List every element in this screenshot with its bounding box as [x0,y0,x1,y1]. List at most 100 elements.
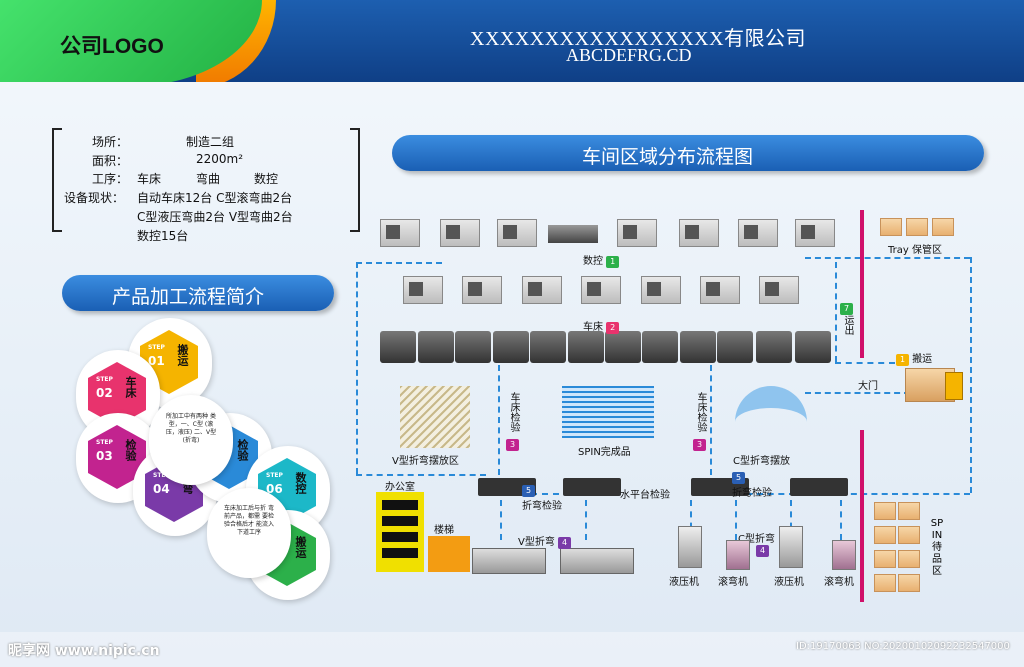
step-number: 03 [96,449,113,463]
flow-line [790,500,792,540]
move-number-badge: 1 [896,354,909,366]
process-lathe: 车床 [137,172,162,186]
workshop-flow-banner: 车间区域分布流程图 [392,135,984,171]
inspection-table [790,478,848,496]
level-check-label: 水平台检验 [620,490,670,501]
cnc-machine [700,276,740,304]
flow-line [356,262,358,474]
step-note-b: 车床加工后与折 弯前产品，都需 要检验合格后才 能流入下道工序 [224,505,274,536]
step-label: 车床 [124,376,137,398]
cnc-label-text: 数控 [583,256,603,267]
bend-check-2: 5 折弯检验 [732,472,772,499]
lathe-machine [795,331,831,363]
lathe-check-2-badge: 3 [693,439,706,451]
lathe-label: 车床 2 [583,318,620,334]
hydraulic-press-icon [678,526,702,568]
cnc-machine [581,276,621,304]
step-label: 检验 [236,439,249,461]
flow-line [835,362,895,364]
partition-wall [860,430,864,602]
roller-1-label: 滚弯机 [718,577,748,588]
step-note-a-bg [149,395,233,485]
c-bend-stack-icon [735,386,807,470]
lathe-check-2: 车床检验 3 [693,392,707,451]
info-bracket-right [350,128,360,232]
forklift-body-icon [945,372,963,400]
flow-line [498,365,500,475]
flow-line [805,392,910,394]
spin-box [874,574,896,592]
flow-line [520,493,570,495]
lathe-check-2-text: 车床检验 [695,392,706,432]
inspection-table [478,478,536,496]
flow-line [970,257,972,493]
equipment-line1: 自动车床12台 C型滚弯曲2台 [137,191,293,205]
step-number: 04 [153,482,170,496]
flow-line [710,365,712,475]
spin-box [874,526,896,544]
watermark-site: 昵享网 www.nipic.cn [8,643,160,659]
hydraulic-press-icon [779,526,803,568]
lathe-machine [680,331,716,363]
cnc-machine [522,276,562,304]
area-label: 面积： [92,154,129,168]
inspection-table [563,478,621,496]
cnc-machine [617,219,657,247]
ship-out-label: 7 运出 [840,296,854,335]
tray-box [932,218,954,236]
watermark-id: ID:19170063 NO:20200102092232547000 [796,641,1010,652]
flow-line [835,262,837,362]
step-note-a: 所加工中有两种 类型，一、C型 (滚压，液压) 二、V型 (折弯) [165,413,217,444]
step-tag: STEP [266,472,283,479]
tray-box [880,218,902,236]
step-label: 数控 [294,472,307,494]
bend-check-2-text: 折弯检验 [732,488,772,499]
flow-line [805,257,970,259]
equipment-label: 设备现状： [64,191,125,205]
info-bracket-left [52,128,62,232]
office-workers-icon [382,500,418,562]
v-bend-machine [472,548,546,574]
lathe-machine [418,331,454,363]
header: 公司LOGO XXXXXXXXXXXXXXXXX有限公司 ABCDEFRG.CD [0,0,1024,88]
cnc-label: 数控 1 [583,252,620,268]
hydraulic-1-label: 液压机 [669,577,699,588]
step-label: 搬运 [176,344,189,366]
process-bend: 弯曲 [196,172,221,186]
flow-line [356,474,486,476]
roller-bender-icon [832,540,856,570]
step-tag: STEP [148,344,165,351]
move-label-text: 搬运 [912,354,933,365]
site-label: 场所： [92,135,129,149]
roller-2-label: 滚弯机 [824,577,854,588]
office-icon [376,492,424,572]
flow-line [356,262,442,264]
v-bend-area-label: V型折弯摆放区 [392,456,459,467]
lathe-machine [642,331,678,363]
cnc-machine [440,219,480,247]
spin-finished-label: SPIN完成品 [578,447,631,458]
hydraulic-2-label: 液压机 [774,577,804,588]
header-divider [0,82,1024,88]
flow-line [690,500,692,540]
c-bend-area-label: C型折弯摆放 [733,456,790,467]
ship-number-badge: 7 [840,303,853,315]
process-label: 工序： [92,172,129,186]
spin-box [898,526,920,544]
lathe-machine [756,331,792,363]
cnc-machine [679,219,719,247]
bend-check-2-badge: 5 [732,472,745,484]
equipment-line3: 数控15台 [137,229,189,243]
lathe-check-1-text: 车床检验 [508,392,519,432]
flow-line [735,500,737,540]
lathe-machine [380,331,416,363]
partition-wall [860,210,864,358]
cnc-machine [738,219,778,247]
cnc-machine [795,219,835,247]
v-bend-machine [560,548,634,574]
cnc-machine [403,276,443,304]
spin-box [874,550,896,568]
cnc-machine [462,276,502,304]
lathe-machine [455,331,491,363]
